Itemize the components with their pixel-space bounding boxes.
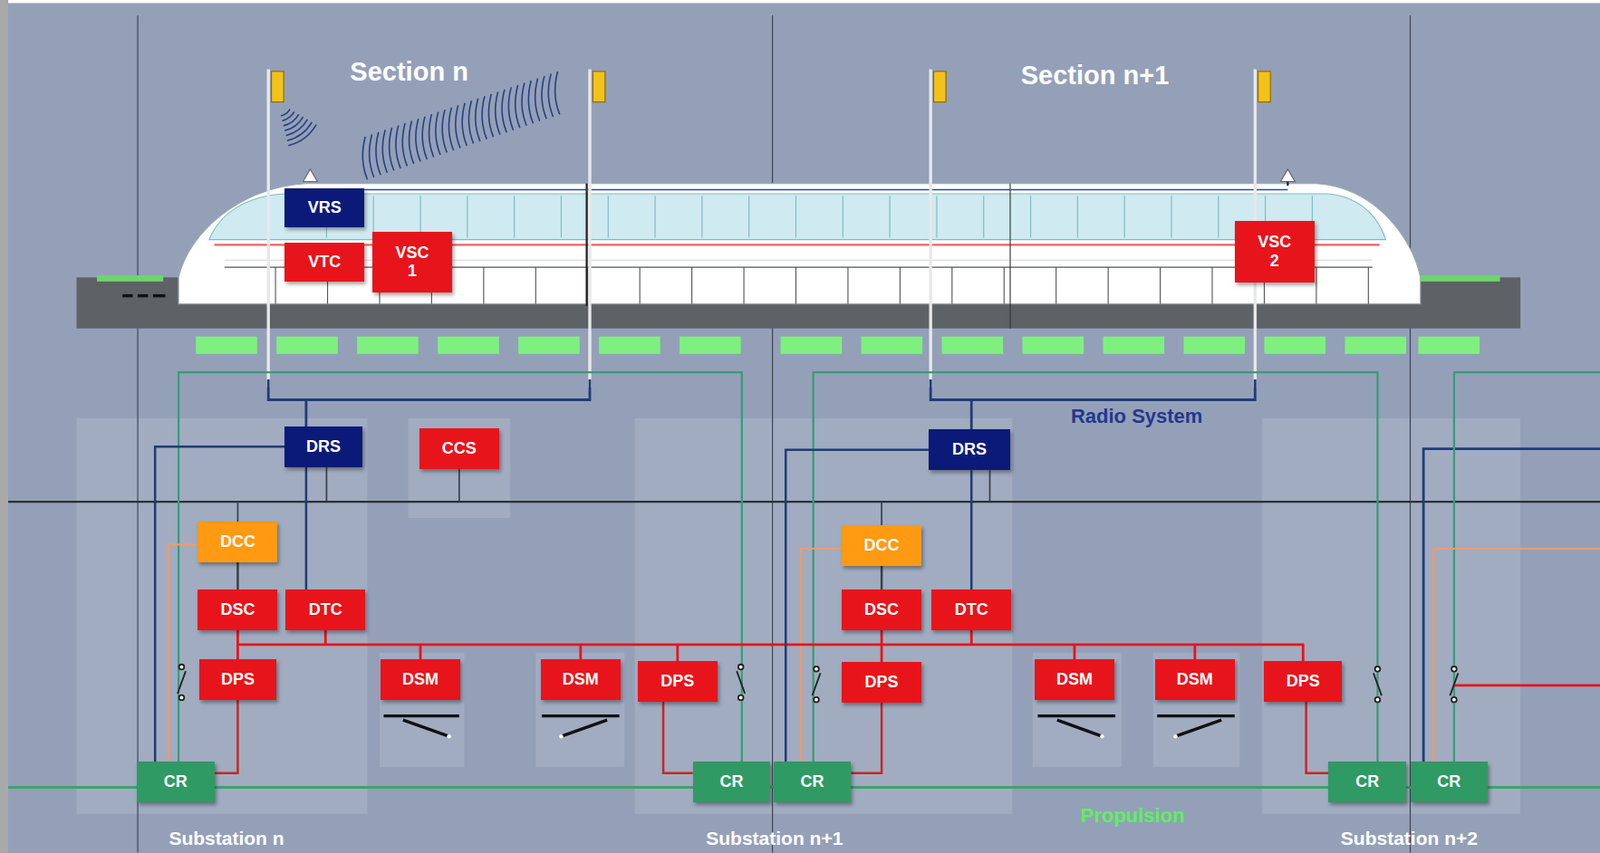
box-label: DSM: [562, 670, 599, 690]
connector-line: [850, 703, 882, 774]
subsystem-box: DPS: [1263, 661, 1342, 703]
box-label: DSM: [402, 670, 439, 690]
box-label: CR: [1436, 772, 1461, 792]
box-label: DSC: [220, 600, 255, 620]
connector-line: [214, 700, 239, 774]
substation-label: Substation n+2: [1340, 828, 1478, 850]
connector-line: [305, 467, 309, 590]
subsystem-box: DSM: [1155, 659, 1235, 701]
box-label: CR: [163, 772, 188, 792]
subsystem-box: DRS: [928, 429, 1011, 471]
subsystem-box: DRS: [284, 426, 363, 468]
subsystem-box: DSM: [1034, 659, 1115, 701]
system-label: Radio System: [1070, 404, 1204, 429]
converter-box: CR: [1328, 761, 1407, 803]
subsystem-box: DTC: [285, 589, 366, 631]
box-label: DSC: [864, 600, 899, 620]
box-label: VRS: [308, 198, 342, 218]
box-label: DPS: [1286, 672, 1321, 692]
box-label: DTC: [954, 600, 989, 620]
box-label: DPS: [660, 672, 694, 692]
box-label: CR: [720, 772, 744, 792]
box-label: VSC 2: [1257, 232, 1292, 270]
box-label: VSC 1: [395, 243, 429, 281]
subsystem-box: DPS: [199, 659, 278, 701]
subsystem-box: DPS: [637, 661, 718, 703]
box-label: DSM: [1176, 670, 1214, 690]
box-label: DTC: [308, 600, 343, 620]
box-label: DSM: [1056, 670, 1093, 690]
converter-box: CR: [693, 761, 772, 803]
subsystem-box: DTC: [931, 589, 1012, 631]
subsystem-box: DSM: [540, 659, 621, 701]
converter-box: CR: [1410, 761, 1489, 803]
box-label: DCC: [864, 536, 900, 556]
box-label: DPS: [221, 670, 255, 690]
subsystem-box: DSM: [380, 659, 461, 701]
box-label: DPS: [865, 673, 899, 693]
box-label: VTC: [308, 252, 341, 272]
box-label: CCS: [442, 439, 477, 459]
connector-line: [1306, 702, 1330, 774]
box-label: DRS: [952, 440, 987, 460]
subsystem-box: DSC: [841, 589, 922, 631]
connector-line: [785, 450, 929, 763]
connector-line: [154, 446, 285, 762]
connector-line: [970, 470, 974, 590]
box-label: DCC: [220, 532, 256, 552]
system-label: Propulsion: [1080, 804, 1186, 829]
subsystem-box: VSC 2: [1234, 221, 1315, 283]
box-label: CR: [800, 772, 825, 792]
subsystem-box: DPS: [841, 662, 922, 704]
subsystem-box: DCC: [197, 521, 278, 563]
converter-box: CR: [136, 761, 215, 803]
subsystem-box: CCS: [419, 428, 500, 470]
substation-label: Substation n+1: [705, 828, 843, 850]
subsystem-box: VRS: [284, 188, 365, 228]
subsystem-box: DCC: [841, 525, 922, 567]
connector-line: [663, 702, 694, 774]
box-label: DRS: [306, 437, 341, 457]
section-label: Section n: [349, 56, 469, 87]
converter-box: CR: [773, 761, 852, 803]
subsystem-box: DSC: [197, 589, 278, 631]
section-label: Section n+1: [1021, 60, 1170, 91]
subsystem-box: VSC 1: [372, 231, 453, 294]
connector-line: [880, 566, 884, 590]
connector-line: [236, 562, 240, 590]
substation-label: Substation n: [168, 828, 284, 850]
subsystem-box: VTC: [284, 242, 365, 282]
box-label: CR: [1355, 772, 1379, 792]
